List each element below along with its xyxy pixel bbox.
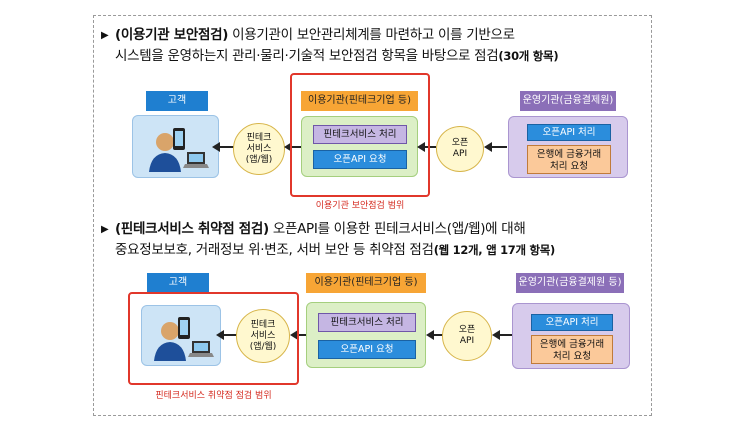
section2-text-line2: 중요정보보호, 거래정보 위·변조, 서버 보안 등 취약점 점검 (115, 242, 434, 258)
operator-header: 운영기관(금융결제원 등) (516, 273, 624, 293)
arrow-left-icon (484, 140, 508, 154)
open-api-circle: 오픈 API (436, 126, 484, 172)
fintech-box: 핀테크서비스 처리 오픈API 요청 (306, 302, 426, 368)
section2-title: (핀테크서비스 취약점 점검) (115, 221, 269, 237)
customer-header: 고객 (146, 91, 208, 111)
bullet-icon: ▶ (101, 219, 115, 240)
section1-text-line2: 시스템을 운영하는지 관리·물리·기술적 보안점검 항목을 바탕으로 점검 (115, 48, 498, 64)
section1-text-line1: 이용기관이 보안관리체계를 마련하고 이를 기반으로 (228, 27, 515, 43)
fintech-service-circle: 핀테크 서비스 (앱/웹) (233, 123, 285, 175)
customer-box (132, 115, 219, 178)
section2-paragraph: ▶(핀테크서비스 취약점 점검) 오픈API를 이용한 핀테크서비스(앱/웹)에… (101, 219, 646, 261)
open-api-circle: 오픈 API (442, 311, 492, 361)
bank-request: 은행에 금융거래 처리 요청 (531, 335, 613, 364)
scope-highlight (290, 73, 430, 197)
arrow-left-icon (492, 328, 514, 342)
scope-label: 핀테크서비스 취약점 점검 범위 (128, 388, 299, 401)
open-api-process: 오픈API 처리 (531, 314, 613, 331)
section2-text-line1: 오픈API를 이용한 핀테크서비스(앱/웹)에 대해 (269, 221, 526, 237)
section1-title: (이용기관 보안점검) (115, 27, 228, 43)
user-device-icon (143, 122, 211, 174)
bank-request: 은행에 금융거래 처리 요청 (527, 145, 611, 174)
scope-label: 이용기관 보안점검 범위 (290, 198, 430, 211)
customer-header: 고객 (147, 273, 209, 293)
section1-count: (30개 항목) (498, 49, 558, 63)
fintech-process: 핀테크서비스 처리 (318, 313, 416, 332)
open-api-process: 오픈API 처리 (527, 124, 611, 141)
section1-paragraph: ▶(이용기관 보안점검) 이용기관이 보안관리체계를 마련하고 이를 기반으로 … (101, 25, 646, 67)
scope-highlight (128, 292, 299, 385)
operator-box: 오픈API 처리 은행에 금융거래 처리 요청 (508, 116, 628, 178)
operator-header: 운영기관(금융결제원) (520, 91, 616, 111)
open-api-request: 오픈API 요청 (318, 340, 416, 359)
section2-count: (웹 12개, 앱 17개 항목) (434, 243, 555, 257)
fintech-header: 이용기관(핀테크기업 등) (306, 273, 426, 293)
bullet-icon: ▶ (101, 25, 115, 46)
operator-box: 오픈API 처리 은행에 금융거래 처리 요청 (512, 303, 630, 369)
